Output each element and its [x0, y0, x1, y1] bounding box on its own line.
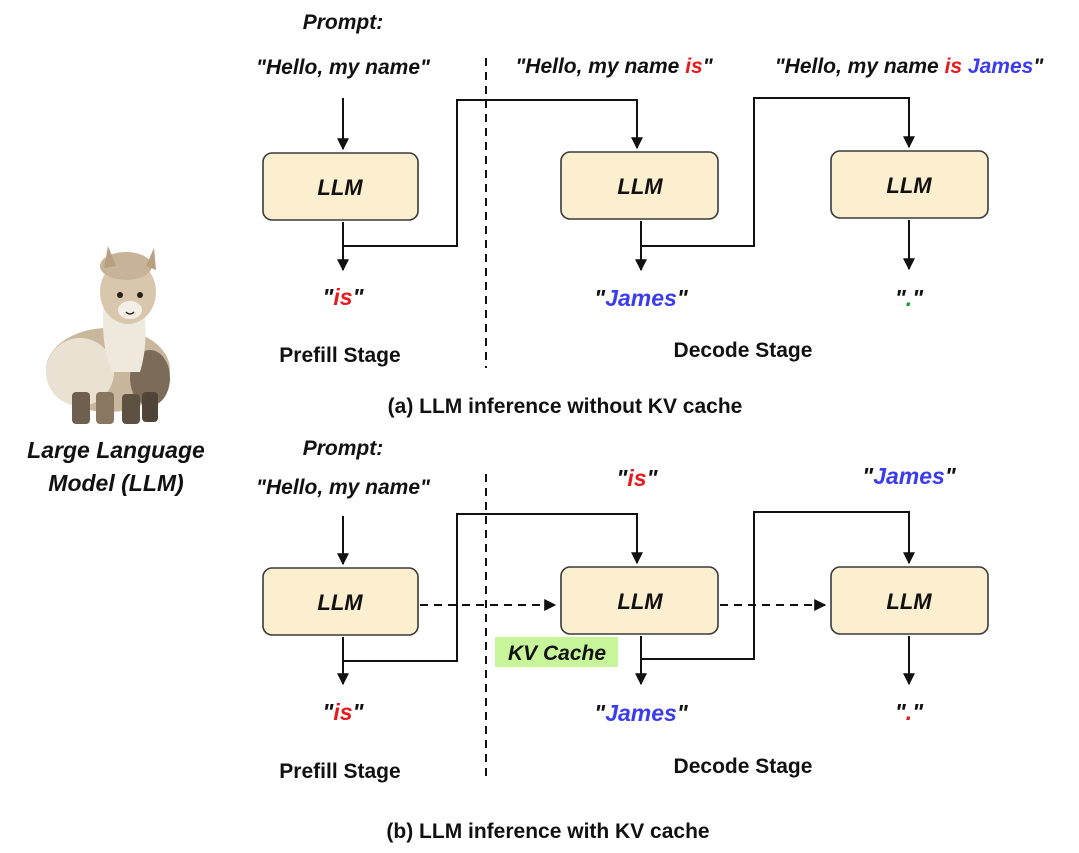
- decode-step3-input: "James": [862, 463, 957, 489]
- decode-stage-label: Decode Stage: [674, 339, 813, 362]
- llm-box-decode-1-label: LLM: [617, 174, 663, 199]
- output-james: "James": [594, 285, 689, 311]
- decode-step2-input: "is": [617, 465, 659, 491]
- decode-stage-label: Decode Stage: [674, 755, 813, 778]
- mascot-label-line1: Large Language: [27, 437, 205, 463]
- llm-box-decode-1: [560, 566, 719, 635]
- arrow-feedback-2: [641, 511, 915, 660]
- caption-b: (b) LLM inference with KV cache: [386, 820, 709, 843]
- output-period: ".": [895, 285, 924, 311]
- llm-box-decode-2: [830, 566, 989, 635]
- output-is: "is": [323, 284, 365, 310]
- output-james: "James": [594, 700, 689, 726]
- llm-box-prefill: [262, 152, 419, 221]
- llm-box-prefill-label: LLM: [317, 590, 363, 615]
- alpaca-mascot-icon: [46, 246, 170, 424]
- panel-a: Prompt: "Hello, my name" "Hello, my name…: [256, 11, 1044, 418]
- llm-box-decode-2-label: LLM: [886, 589, 932, 614]
- kv-cache-label: KV Cache: [508, 642, 606, 665]
- prefill-stage-label: Prefill Stage: [279, 344, 400, 367]
- prompt-text: "Hello, my name": [256, 476, 431, 499]
- llm-box-decode-2-label: LLM: [886, 173, 932, 198]
- decode-step3-input: "Hello, my name is James": [775, 55, 1045, 78]
- arrow-feedback-1: [343, 99, 643, 247]
- arrow-feedback-1: [343, 513, 643, 662]
- output-is: "is": [323, 699, 365, 725]
- llm-box-decode-1-label: LLM: [617, 589, 663, 614]
- llm-box-prefill: [262, 567, 419, 636]
- arrow-feedback-2: [641, 97, 915, 247]
- prompt-label: Prompt:: [303, 437, 384, 460]
- output-period: ".": [895, 699, 924, 725]
- llm-box-prefill-label: LLM: [317, 175, 363, 200]
- decode-step2-input: "Hello, my name is": [515, 55, 713, 78]
- llm-box-decode-1: [560, 151, 719, 220]
- mascot-label-line2: Model (LLM): [48, 470, 183, 496]
- prompt-text: "Hello, my name": [256, 56, 431, 79]
- prefill-stage-label: Prefill Stage: [279, 760, 400, 783]
- kv-cache-highlight: [495, 637, 618, 667]
- panel-b: Prompt: "Hello, my name" "is" "James" LL…: [256, 437, 989, 843]
- prompt-label: Prompt:: [303, 11, 384, 34]
- caption-a: (a) LLM inference without KV cache: [388, 395, 743, 418]
- llm-box-decode-2: [830, 150, 989, 219]
